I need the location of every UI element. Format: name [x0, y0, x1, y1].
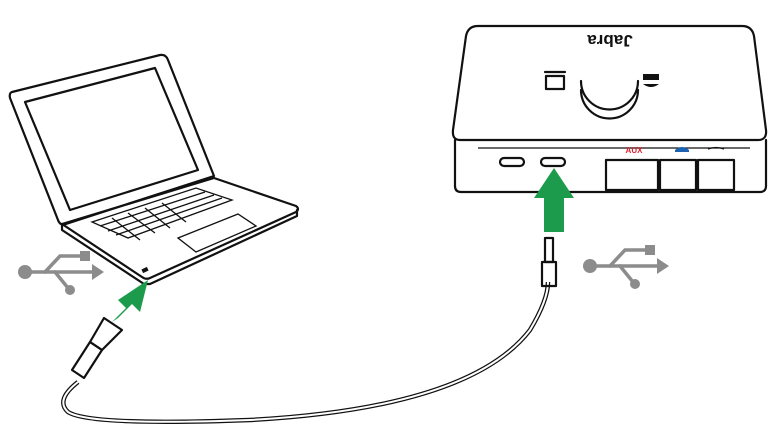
aux-port	[604, 158, 660, 192]
aux-label: AUX	[626, 146, 644, 155]
mute-icon	[544, 74, 566, 91]
usb-port-power	[498, 156, 526, 168]
phone-icon	[643, 74, 659, 87]
green-arrow-laptop	[112, 280, 148, 322]
usb-c-plug	[543, 236, 555, 264]
phone-port	[658, 158, 698, 192]
usb-port-pc	[539, 156, 567, 168]
green-arrow-device	[534, 168, 574, 232]
jabra-logo: Jabra	[587, 31, 633, 50]
phone-port-icon	[675, 147, 689, 152]
usb-symbol-icon	[18, 251, 104, 295]
usb-a-plug	[88, 316, 124, 352]
headset-port	[696, 158, 736, 192]
usb-symbol-icon	[583, 245, 669, 289]
usb-cable	[61, 236, 558, 425]
base-station-illustration: Jabra AUX	[451, 24, 768, 194]
usb-port	[141, 266, 149, 274]
laptop-illustration	[8, 53, 300, 286]
